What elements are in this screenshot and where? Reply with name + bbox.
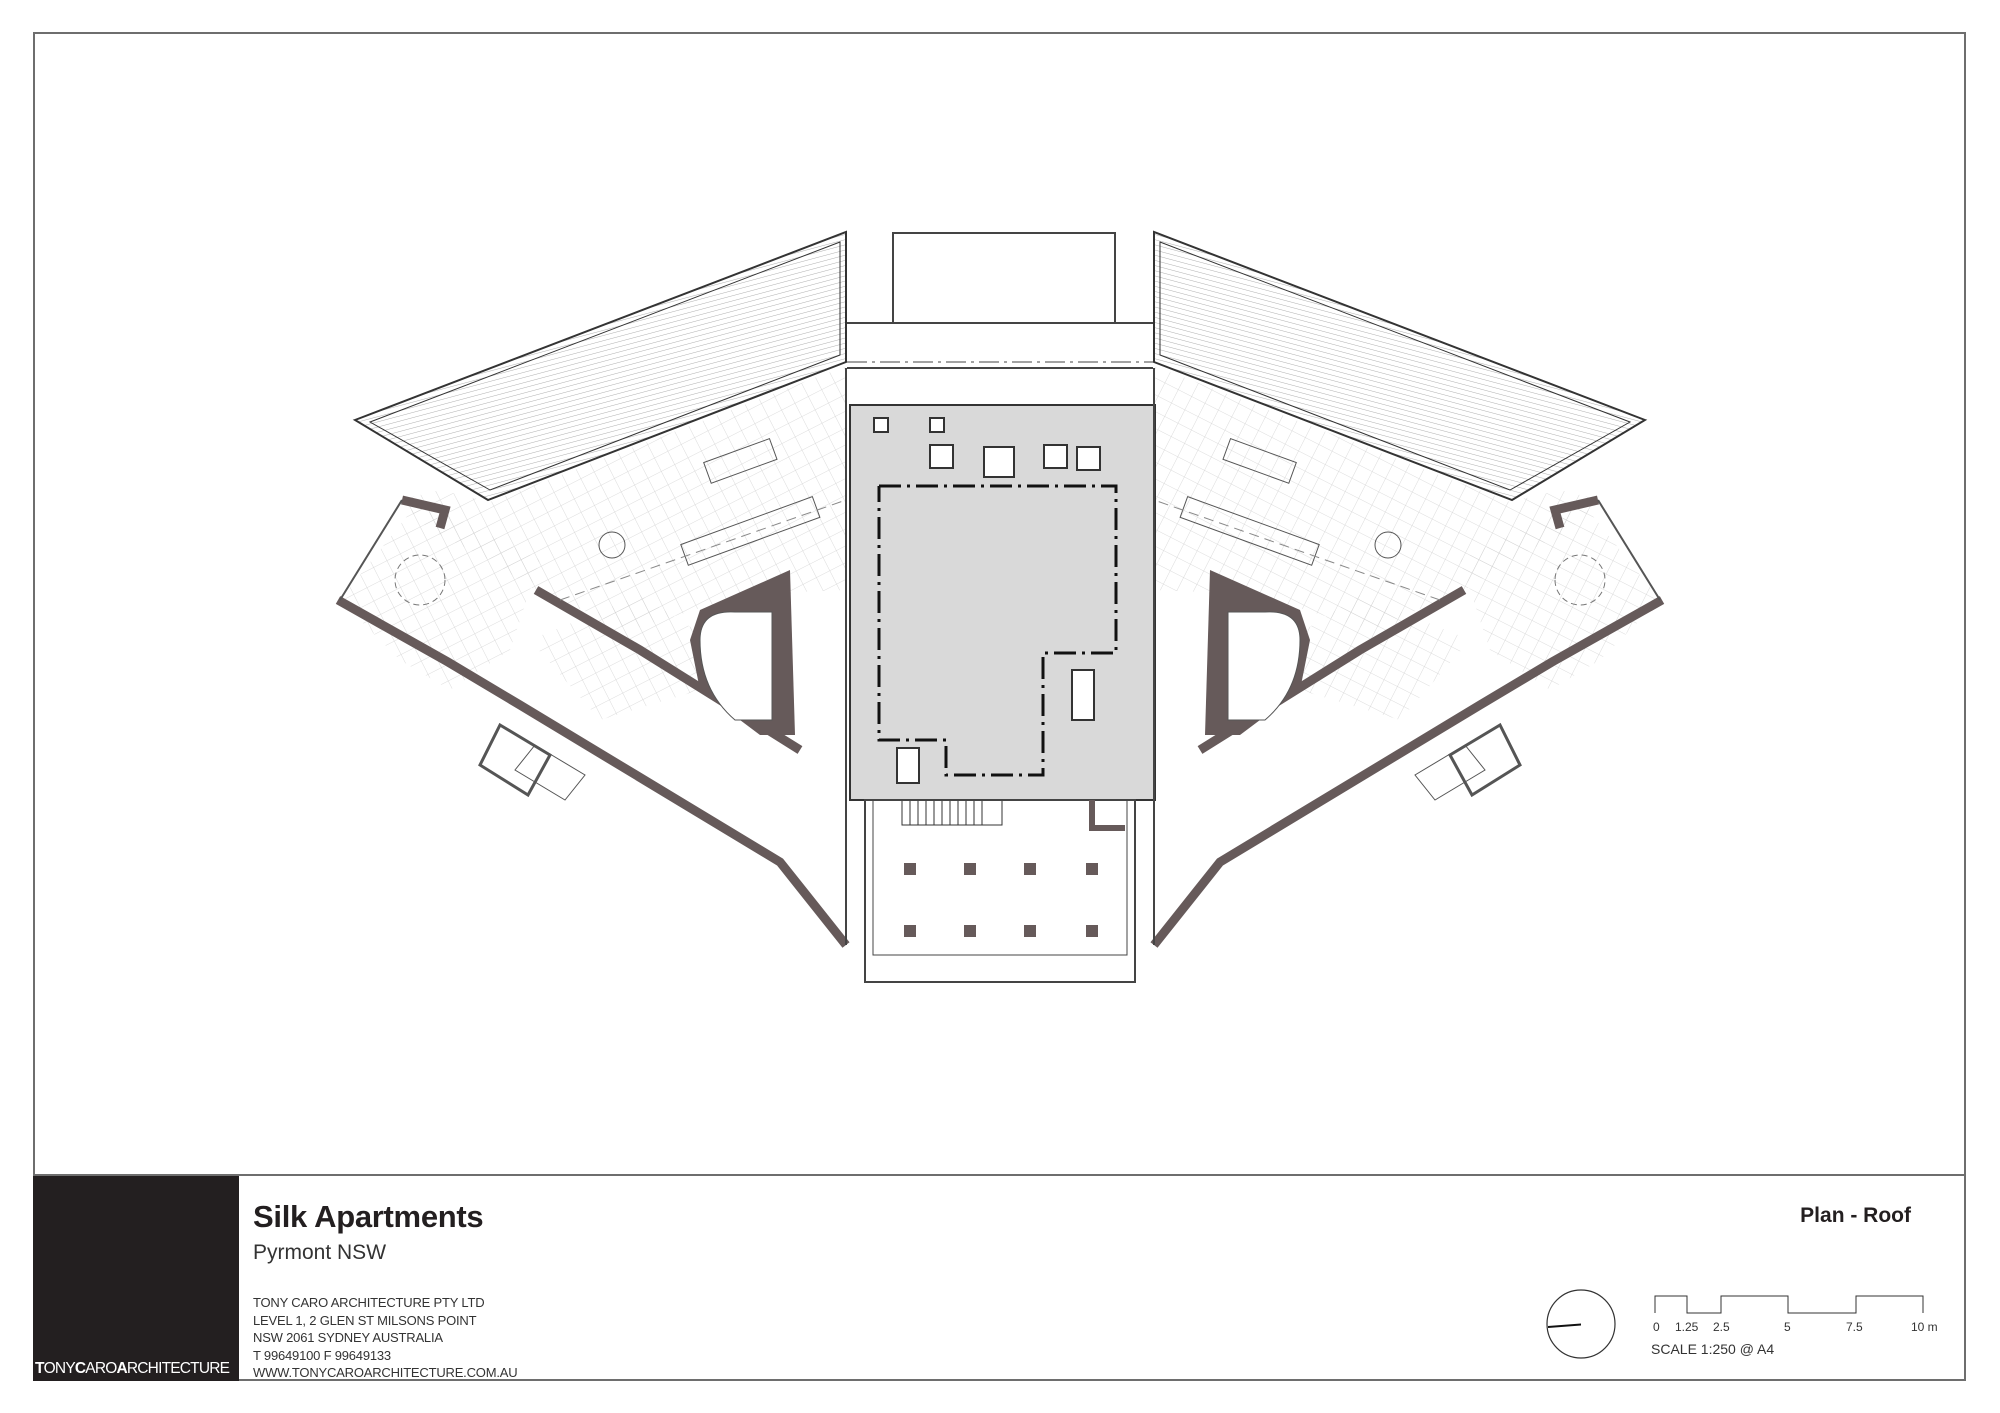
project-title: Silk Apartments [253,1199,484,1234]
address-line: TONY CARO ARCHITECTURE PTY LTD [253,1295,485,1310]
firm-logo: TONYCAROARCHITECTURE [35,1360,230,1377]
address-line: LEVEL 1, 2 GLEN ST MILSONS POINT [253,1312,477,1328]
scale-tick: 7.5 [1846,1320,1863,1334]
skylights [873,417,1101,784]
scale-bar: 0 1.25 2.5 5 7.5 10 m [1653,1295,1938,1334]
scale-tick: 2.5 [1713,1320,1730,1334]
scale-tick: 0 [1653,1320,1660,1334]
project-location: Pyrmont NSW [253,1241,387,1264]
central-block [845,232,1156,983]
left-canopy [352,230,847,502]
scale-tick: 1.25 [1675,1320,1699,1334]
sheet-title: Plan - Roof [1800,1204,1911,1227]
left-wall-outer [335,596,850,948]
plant-zone-boundary [877,484,1118,777]
scale-tick: 10 m [1911,1320,1938,1334]
address-line: NSW 2061 SYDNEY AUSTRALIA [253,1330,443,1345]
scale-tick: 5 [1784,1320,1791,1334]
top-balcony [892,232,1116,324]
firm-address: TONY CARO ARCHITECTURE PTY LTD LEVEL 1, … [253,1294,518,1382]
right-wing [1150,230,1665,948]
title-block: TONYCAROARCHITECTURE Silk Apartments Pyr… [33,1174,1966,1381]
address-line: WWW.TONYCAROARCHITECTURE.COM.AU [253,1365,518,1380]
north-arrow-icon [1546,1289,1616,1359]
firm-logo-block: TONYCAROARCHITECTURE [33,1176,239,1381]
address-line: T 99649100 F 99649133 [253,1347,391,1363]
columns [904,863,1098,937]
left-wing [335,230,850,948]
drawing-frame [33,32,1966,1381]
scale-label: SCALE 1:250 @ A4 [1651,1341,1775,1357]
